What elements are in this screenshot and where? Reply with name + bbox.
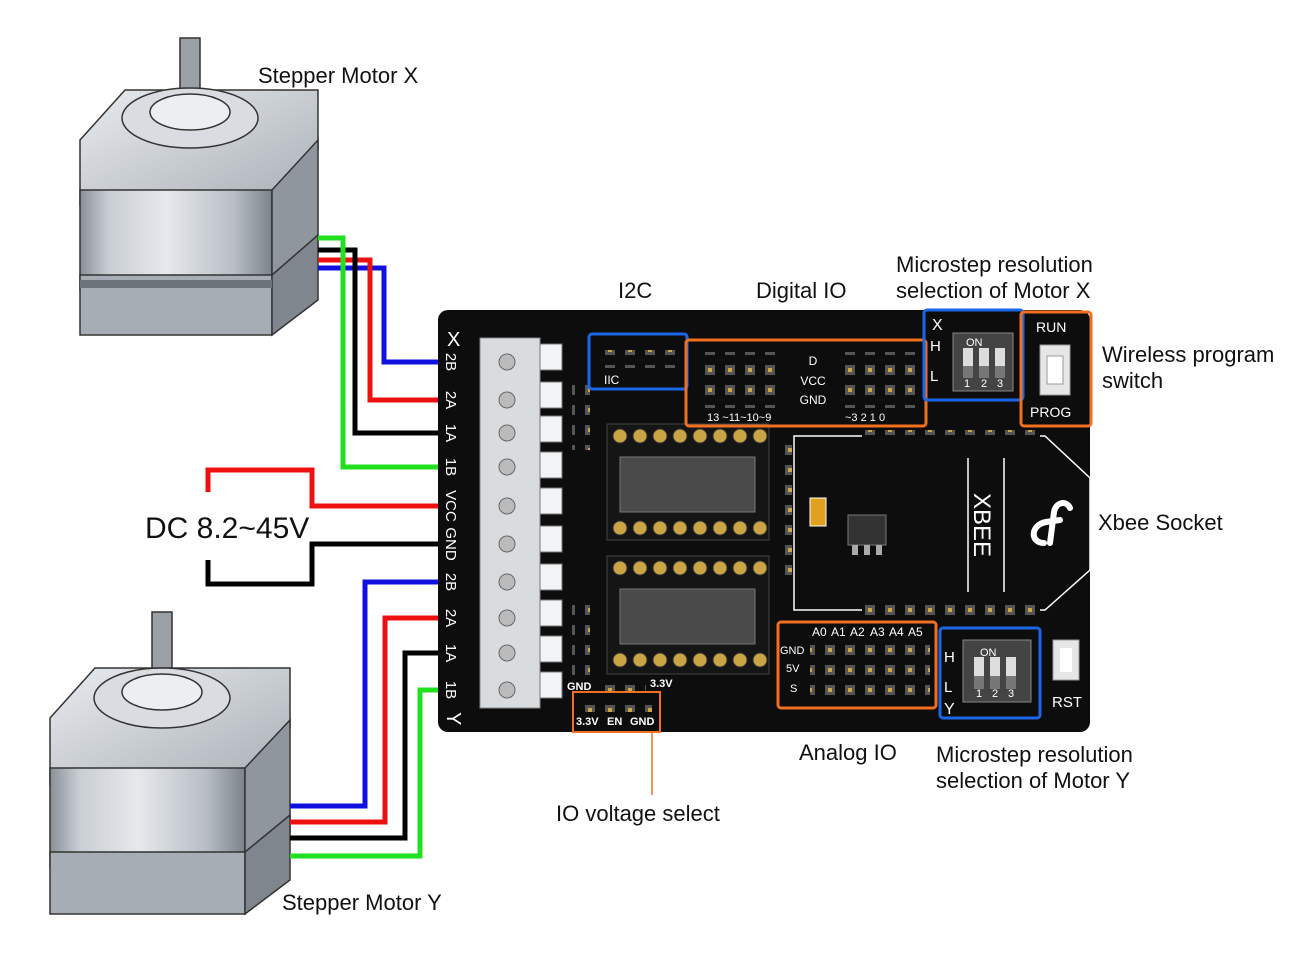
digital-io-label: Digital IO xyxy=(756,278,846,303)
run-label: RUN xyxy=(1036,319,1066,335)
wireless-callout-box xyxy=(1019,310,1093,428)
reset-button xyxy=(1052,639,1080,681)
analog-a0: A0 xyxy=(812,625,827,639)
xbee-side-header xyxy=(776,442,792,582)
voltage-33-top: 3.3V xyxy=(650,678,673,690)
side-header-top xyxy=(572,378,590,450)
rst-label: RST xyxy=(1052,694,1082,711)
voltage-pin-en: EN xyxy=(607,716,622,728)
digital-header-right xyxy=(840,352,920,408)
microstep-x-label-1: Microstep resolution xyxy=(896,252,1093,277)
side-header-bottom xyxy=(572,604,590,676)
power-label: DC 8.2~45V xyxy=(145,512,309,545)
analog-a5: A5 xyxy=(908,625,923,639)
voltage-header xyxy=(580,696,652,712)
terminal-y-letter: Y xyxy=(442,712,464,725)
pin-label: 1A xyxy=(442,424,459,442)
digital-row-d: D xyxy=(809,354,818,368)
digital-io-callout-box xyxy=(684,338,928,428)
dip-y-h: H xyxy=(944,649,955,666)
analog-row-5v: 5V xyxy=(786,663,800,675)
analog-a4: A4 xyxy=(889,625,904,639)
stepper-motor-x xyxy=(79,37,319,337)
dip-x-l: L xyxy=(930,368,938,385)
dip-y-1: 1 xyxy=(976,688,982,700)
pin-label: 2A xyxy=(442,391,459,409)
dip-x-1: 1 xyxy=(964,378,970,390)
voltage-gnd-top: GND xyxy=(567,681,592,693)
analog-io-label: Analog IO xyxy=(799,740,897,765)
analog-a1: A1 xyxy=(831,625,846,639)
dip-y-on: ON xyxy=(980,647,997,659)
digital-row-vcc: VCC xyxy=(800,374,826,388)
xbee-socket-label: Xbee Socket xyxy=(1098,510,1223,535)
digital-header-left xyxy=(705,352,785,408)
microstep-x-callout-box xyxy=(922,308,1025,402)
analog-io-callout-box xyxy=(776,620,938,710)
digital-right-numbers: ~3 2 1 0 xyxy=(845,412,885,424)
terminal-block xyxy=(479,337,563,709)
pin-label: VCC xyxy=(442,490,459,522)
microstep-y-label-1: Microstep resolution xyxy=(936,742,1133,767)
motor-y-label: Stepper Motor Y xyxy=(282,890,442,915)
dip-y-2: 2 xyxy=(992,688,998,700)
stepper-motor-y xyxy=(49,611,291,916)
pin-label: 2B xyxy=(442,353,459,371)
wireless-label-1: Wireless program xyxy=(1102,342,1274,367)
motor-x-wires xyxy=(318,235,500,470)
i2c-label: I2C xyxy=(618,278,652,303)
microstep-x-label-2: selection of Motor X xyxy=(896,278,1091,303)
analog-header-labels: A0 A1 A2 A3 A4 A5 xyxy=(812,625,923,639)
power-wires xyxy=(205,467,500,587)
terminal-x-letter: X xyxy=(447,329,460,351)
digital-row-gnd: GND xyxy=(800,393,827,407)
voltage-pin-33: 3.3V xyxy=(576,716,599,728)
voltage-header-top xyxy=(598,676,646,692)
pin-label: 2B xyxy=(442,573,459,591)
iic-label: IIC xyxy=(604,373,620,387)
analog-a3: A3 xyxy=(870,625,885,639)
dip-y-3: 3 xyxy=(1008,688,1014,700)
prog-switch xyxy=(1039,344,1071,396)
microstep-y-callout-box xyxy=(938,626,1042,720)
io-voltage-callout-box xyxy=(572,691,661,733)
motor-x-label: Stepper Motor X xyxy=(258,63,419,88)
dip-switch-y xyxy=(962,639,1032,703)
dip-switch-x xyxy=(952,332,1014,392)
pin-label: 1B xyxy=(442,458,459,476)
analog-row-gnd: GND xyxy=(780,645,805,657)
driver-chip-y xyxy=(606,555,770,675)
microstep-y-label-2: selection of Motor Y xyxy=(936,768,1130,793)
pin-label: 2A xyxy=(442,609,459,627)
digital-left-numbers: 13 ~11~10~9 xyxy=(707,412,771,424)
dip-x-h: H xyxy=(930,338,941,355)
analog-a2: A2 xyxy=(850,625,865,639)
pin-label: 1A xyxy=(442,644,459,662)
wireless-label-2: switch xyxy=(1102,368,1163,393)
terminal-pin-labels: 2B 2A 1A 1B VCC GND 2B 2A 1A 1B xyxy=(442,353,459,699)
pin-label: 1B xyxy=(442,681,459,699)
iic-header xyxy=(598,350,678,368)
xbee-label: XBEE xyxy=(968,493,995,557)
analog-row-s: S xyxy=(790,683,797,695)
driver-chip-x xyxy=(606,423,770,541)
pin-label: GND xyxy=(442,527,459,561)
dip-x-3: 3 xyxy=(997,378,1003,390)
io-voltage-label: IO voltage select xyxy=(556,801,720,826)
dip-y-l: L xyxy=(944,679,952,696)
dfrobot-logo xyxy=(1030,500,1073,546)
prog-label: PROG xyxy=(1030,404,1071,420)
dip-x-on: ON xyxy=(966,337,983,349)
dip-y-y: Y xyxy=(944,701,955,718)
voltage-pin-gnd: GND xyxy=(630,716,655,728)
dip-x-2: 2 xyxy=(981,378,987,390)
analog-header xyxy=(810,640,930,700)
xbee-socket xyxy=(793,430,1091,615)
dip-x-x: X xyxy=(932,317,943,334)
